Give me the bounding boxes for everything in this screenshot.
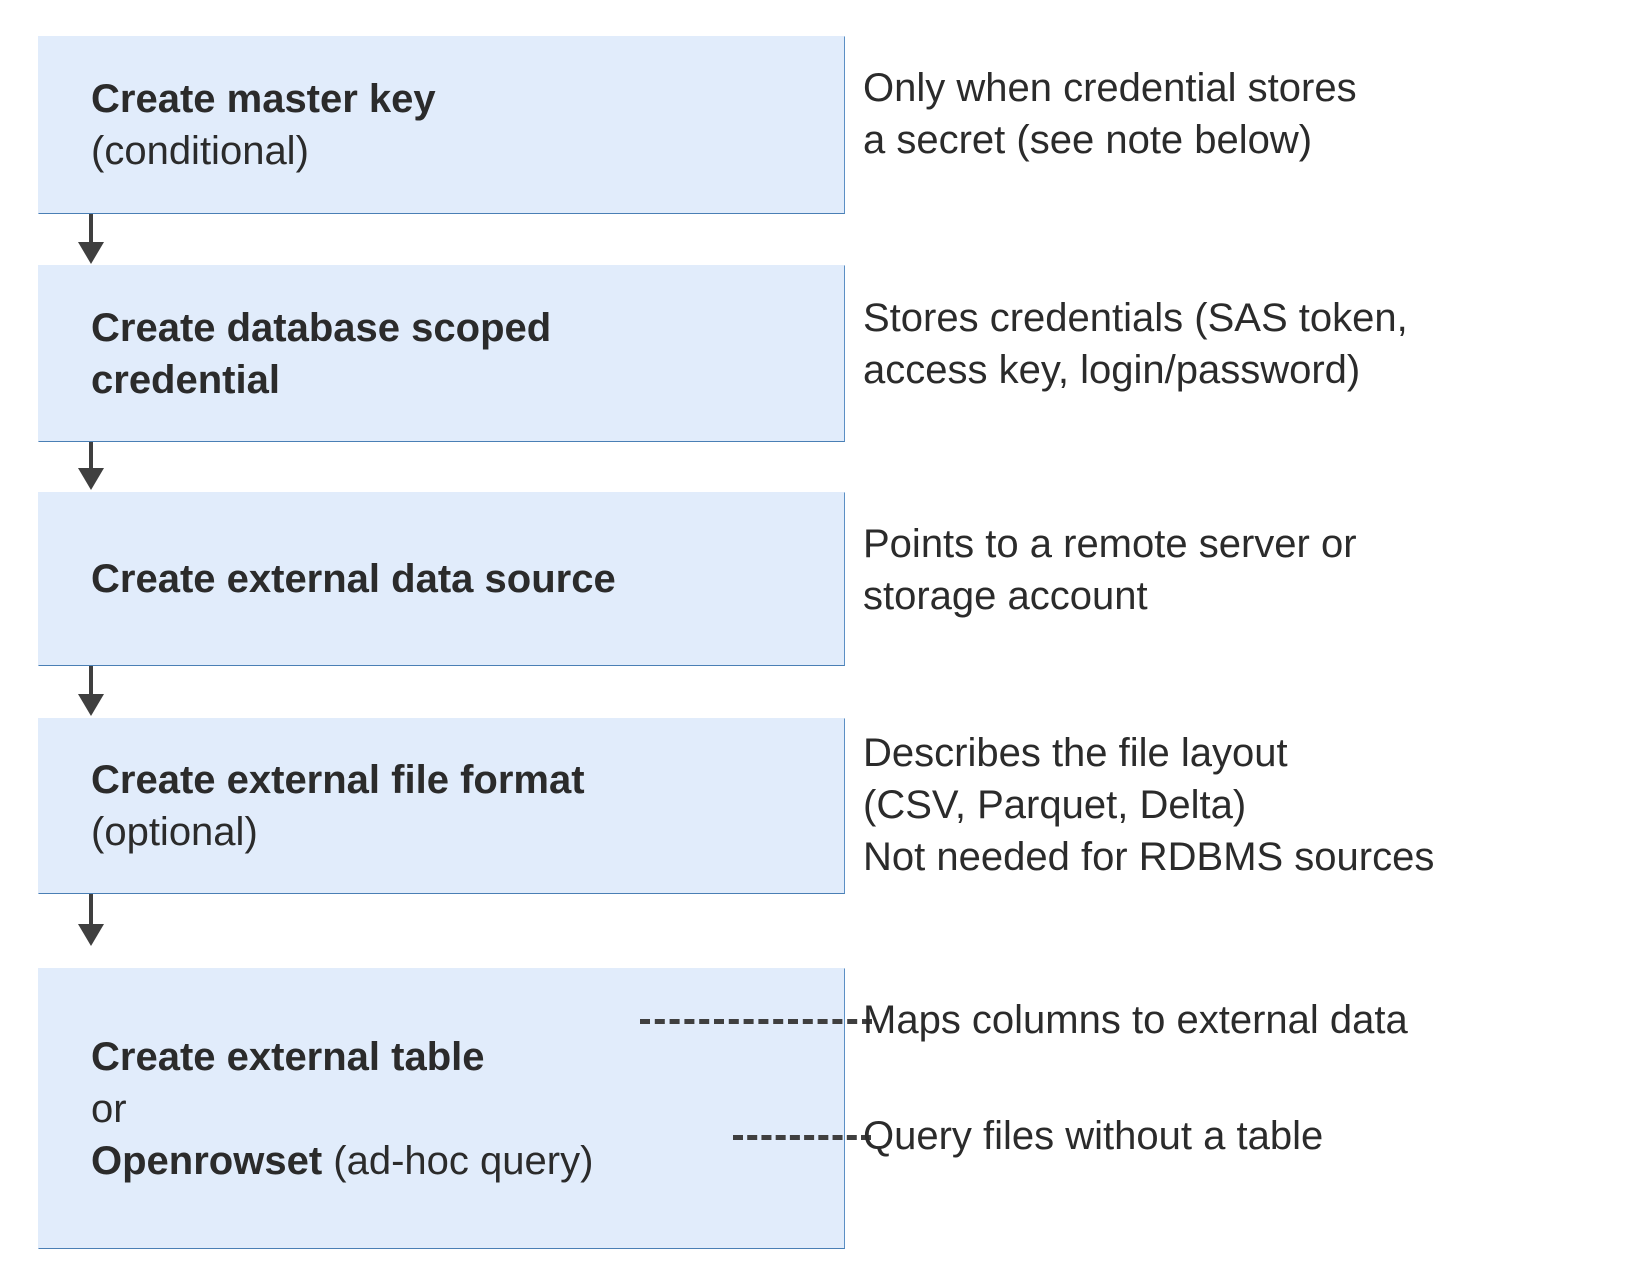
step-box-create-database-scoped-credential[interactable]: Create database scoped credential	[38, 265, 845, 442]
arrow-file-format-to-external-table	[78, 894, 104, 948]
step-label-group: Create database scoped credential	[39, 302, 844, 406]
step-box-create-external-file-format[interactable]: Create external file format (optional)	[38, 718, 845, 894]
dashed-line	[640, 1019, 872, 1024]
arrow-master-key-to-credential	[78, 214, 104, 264]
annotation-line: Describes the file layout	[863, 731, 1288, 775]
step-label-line: (optional)	[91, 810, 258, 854]
step-label-group: Create external file format (optional)	[39, 754, 844, 858]
step-label-line: or	[91, 1086, 127, 1131]
annotation-line: Points to a remote server or	[863, 522, 1357, 566]
step-label-line: Create master key	[91, 77, 436, 121]
arrow-head	[78, 242, 104, 264]
openrowset-keyword: Openrowset	[91, 1138, 323, 1183]
step-box-create-external-table-or-openrowset[interactable]: Create external table or Openrowset (ad-…	[38, 968, 845, 1249]
step-label-group: Create external table or Openrowset (ad-…	[39, 1031, 844, 1187]
annotation-line: Maps columns to external data	[863, 998, 1408, 1042]
step-label-line: Create external file format	[91, 758, 585, 802]
openrowset-qualifier: (ad-hoc query)	[322, 1138, 594, 1183]
annotation-line: access key, login/password)	[863, 348, 1361, 392]
step-box-create-master-key[interactable]: Create master key (conditional)	[38, 36, 845, 214]
arrow-shaft	[89, 894, 93, 926]
annotation-openrowset: Query files without a table	[845, 1110, 1635, 1162]
arrow-credential-to-data-source	[78, 442, 104, 492]
annotation-create-database-scoped-credential: Stores credentials (SAS token, access ke…	[845, 292, 1635, 396]
arrow-shaft	[89, 442, 93, 470]
arrow-head	[78, 694, 104, 716]
annotation-line: Not needed for RDBMS sources	[863, 835, 1435, 879]
annotation-create-master-key: Only when credential stores a secret (se…	[845, 62, 1635, 166]
annotation-line: Stores credentials (SAS token,	[863, 296, 1408, 340]
arrow-head	[78, 924, 104, 946]
arrow-data-source-to-file-format	[78, 666, 104, 718]
step-label-line: Create database scoped	[91, 305, 552, 350]
step-box-create-external-data-source[interactable]: Create external data source	[38, 492, 845, 666]
step-label-group: Create master key (conditional)	[39, 73, 844, 177]
annotation-create-external-file-format: Describes the file layout (CSV, Parquet,…	[845, 727, 1635, 883]
arrow-head	[78, 468, 104, 490]
step-label-line: Openrowset (ad-hoc query)	[91, 1135, 832, 1187]
annotation-line: storage account	[863, 574, 1148, 618]
dashed-connector-openrowset	[733, 1135, 871, 1140]
dashed-line	[733, 1135, 871, 1140]
annotation-create-external-data-source: Points to a remote server or storage acc…	[845, 518, 1635, 622]
dashed-connector-external-table	[640, 1019, 872, 1024]
annotation-line: Only when credential stores	[863, 66, 1357, 110]
annotation-line: a secret (see note below)	[863, 118, 1313, 162]
step-label-group: Create external data source	[39, 553, 844, 605]
arrow-shaft	[89, 214, 93, 244]
arrow-shaft	[89, 666, 93, 696]
annotation-external-table: Maps columns to external data	[845, 994, 1635, 1046]
step-label-line: Create external table	[91, 1034, 485, 1079]
annotation-line: Query files without a table	[863, 1114, 1324, 1158]
step-label-line: (conditional)	[91, 129, 309, 173]
step-label-line: credential	[91, 357, 280, 402]
step-label-line: Create external data source	[91, 557, 616, 601]
annotation-line: (CSV, Parquet, Delta)	[863, 783, 1247, 827]
